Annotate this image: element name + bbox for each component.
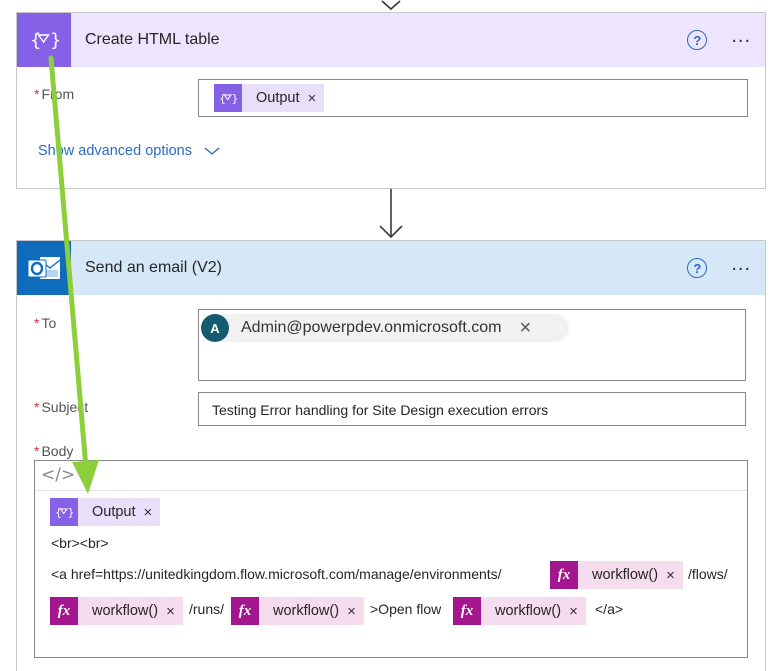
body-editor[interactable]: </> { } Output × <br><br> <a href=https:… — [34, 460, 748, 658]
recipient-email: Admin@powerpdev.onmicrosoft.com — [241, 319, 502, 336]
more-options-button[interactable]: ... — [731, 25, 751, 47]
avatar: A — [201, 314, 229, 342]
card-title: Create HTML table — [85, 31, 220, 48]
remove-token-icon[interactable]: × — [347, 602, 356, 620]
outlook-icon — [17, 241, 71, 295]
token-label: workflow() — [592, 567, 659, 583]
required-asterisk: * — [34, 443, 40, 459]
open-flow-text: >Open flow — [370, 601, 442, 617]
expression-token[interactable]: fx workflow() × — [550, 561, 683, 589]
expression-token[interactable]: fx workflow() × — [453, 597, 586, 625]
function-icon: fx — [231, 597, 259, 625]
chevron-down-icon — [204, 147, 220, 155]
token-label: workflow() — [92, 603, 159, 619]
required-asterisk: * — [34, 315, 40, 331]
svg-text:}: } — [50, 30, 59, 51]
from-input[interactable]: { } Output × — [198, 79, 748, 117]
line-breaks-text: <br><br> — [51, 535, 109, 551]
remove-token-icon[interactable]: × — [143, 503, 153, 521]
connector-arrow-middle — [379, 189, 403, 239]
token-label: Output — [256, 90, 300, 106]
output-token[interactable]: { } Output × — [214, 84, 325, 112]
svg-text:{: { — [30, 30, 41, 51]
from-label: *From — [34, 86, 75, 102]
remove-token-icon[interactable]: × — [307, 89, 317, 107]
recipient-chip[interactable]: A Admin@powerpdev.onmicrosoft.com × — [201, 314, 569, 342]
svg-text:{: { — [219, 92, 226, 105]
svg-text:}: } — [232, 92, 238, 105]
function-icon: fx — [550, 561, 578, 589]
data-operation-icon: { } — [50, 498, 78, 526]
create-html-table-header[interactable]: { } Create HTML table ? ... — [17, 13, 765, 67]
remove-recipient-icon[interactable]: × — [519, 316, 532, 339]
function-icon: fx — [50, 597, 78, 625]
advanced-options-label: Show advanced options — [38, 143, 192, 159]
help-button[interactable]: ? — [687, 30, 708, 50]
expression-token[interactable]: fx workflow() × — [231, 597, 364, 625]
required-asterisk: * — [34, 399, 40, 415]
to-label: *To — [34, 315, 57, 331]
create-html-table-card: { } Create HTML table ? ... *From { } Ou… — [16, 12, 766, 189]
send-email-card: Send an email (V2) ? ... *To A Admin@pow… — [16, 240, 766, 671]
help-button[interactable]: ? — [687, 258, 708, 278]
anchor-end-text: </a> — [595, 601, 624, 617]
token-label: Output — [92, 504, 136, 520]
remove-token-icon[interactable]: × — [569, 602, 578, 620]
function-icon: fx — [453, 597, 481, 625]
token-label: workflow() — [495, 603, 562, 619]
more-options-button[interactable]: ... — [731, 253, 751, 275]
subject-label: *Subject — [34, 399, 89, 415]
expression-token[interactable]: fx workflow() × — [50, 597, 183, 625]
output-token[interactable]: { } Output × — [50, 498, 161, 526]
code-view-icon[interactable]: </> — [41, 465, 76, 485]
editor-toolbar: </> — [35, 461, 747, 491]
runs-text: /runs/ — [189, 601, 225, 617]
data-operation-icon: { } — [214, 84, 242, 112]
to-input[interactable]: A Admin@powerpdev.onmicrosoft.com × — [198, 309, 746, 381]
card-title: Send an email (V2) — [85, 259, 222, 276]
svg-text:{: { — [55, 506, 62, 519]
data-operation-icon: { } — [17, 13, 71, 67]
anchor-start-text: <a href=https://unitedkingdom.flow.micro… — [51, 566, 502, 582]
connector-arrow-top — [381, 0, 401, 11]
required-asterisk: * — [34, 86, 40, 102]
body-label: *Body — [34, 443, 74, 459]
remove-token-icon[interactable]: × — [666, 566, 675, 584]
subject-value: Testing Error handling for Site Design e… — [212, 402, 549, 418]
token-label: workflow() — [273, 603, 340, 619]
flows-text: /flows/ — [688, 566, 728, 582]
send-email-header[interactable]: Send an email (V2) ? ... — [17, 241, 765, 295]
show-advanced-options-link[interactable]: Show advanced options — [38, 143, 220, 159]
subject-input[interactable]: Testing Error handling for Site Design e… — [198, 392, 746, 426]
svg-text:}: } — [68, 506, 74, 519]
remove-token-icon[interactable]: × — [166, 602, 175, 620]
